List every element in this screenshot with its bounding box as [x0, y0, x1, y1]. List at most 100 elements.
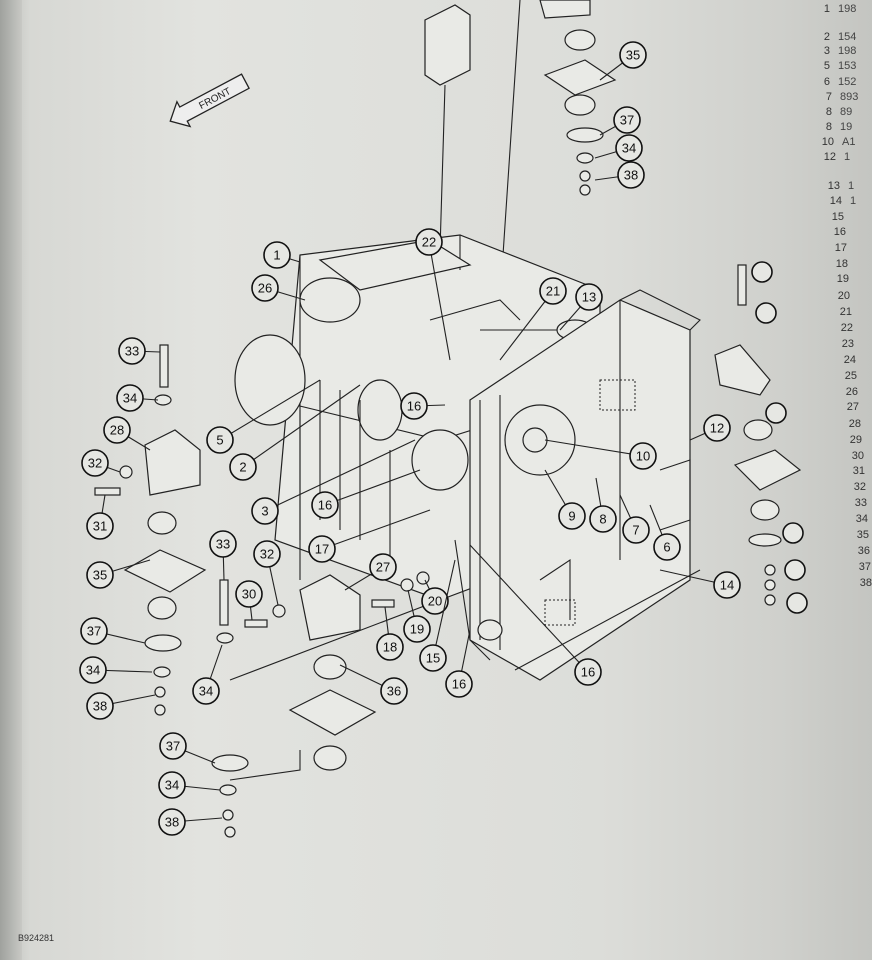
- callout-number: 34: [86, 663, 100, 678]
- callout-number: 28: [110, 423, 124, 438]
- item-number: 26: [845, 386, 858, 398]
- radiator: [454, 289, 701, 681]
- callout-number: 2: [239, 460, 246, 475]
- leader-line: [428, 241, 451, 361]
- item-number: 3: [823, 45, 830, 57]
- callout-22: 22: [415, 228, 451, 361]
- callout-number: 3: [261, 504, 268, 519]
- leader-line: [432, 559, 456, 659]
- callout-number: 33: [216, 537, 230, 552]
- callout-number: 38: [93, 699, 107, 714]
- top-mount-hardware: [543, 29, 617, 196]
- parts-list-row: 28: [831, 418, 869, 430]
- item-number: 8: [825, 121, 832, 133]
- callout-16: 16: [469, 544, 602, 686]
- parts-list-row: 20: [820, 290, 858, 302]
- leader-line: [469, 544, 589, 673]
- item-number: 15: [831, 211, 844, 223]
- callout-number: 33: [125, 344, 139, 359]
- callout-14: 14: [659, 569, 741, 599]
- callout-number: 38: [165, 815, 179, 830]
- parts-list-row: 26: [828, 386, 866, 398]
- part-number: 1: [848, 180, 855, 192]
- parts-list-row: 31: [835, 465, 872, 477]
- parts-list-row: 18: [818, 258, 856, 270]
- item-number: 5: [823, 60, 830, 72]
- item-number: 23: [841, 338, 854, 350]
- parts-list-row: 27: [829, 401, 867, 413]
- callout-34: 34: [192, 644, 223, 705]
- item-number: 31: [852, 465, 865, 477]
- callout-34: 34: [116, 384, 159, 412]
- callout-32: 32: [81, 449, 121, 477]
- callout-38: 38: [86, 692, 156, 720]
- callout-number: 15: [426, 651, 440, 666]
- leader-line: [264, 439, 416, 512]
- item-number: 37: [858, 561, 871, 573]
- callout-34: 34: [79, 656, 153, 684]
- parts-list-row: 2 154: [800, 31, 856, 43]
- callout-38: 38: [158, 808, 223, 836]
- parts-list-row: 21: [822, 306, 860, 318]
- front-direction-arrow: FRONT: [169, 73, 250, 128]
- parts-list-row: 38: [842, 577, 872, 589]
- callout-number: 31: [93, 519, 107, 534]
- callout-37: 37: [599, 106, 641, 136]
- item-number: 33: [854, 497, 867, 509]
- item-number: 32: [853, 481, 866, 493]
- callout-number: 16: [452, 677, 466, 692]
- leader-line: [242, 384, 361, 468]
- callout-31: 31: [86, 494, 114, 540]
- parts-list-row: 25: [827, 370, 865, 382]
- item-number: 25: [844, 370, 857, 382]
- callout-number: 27: [376, 560, 390, 575]
- part-number: 154: [838, 31, 857, 43]
- callout-34: 34: [158, 771, 221, 799]
- callout-number: 5: [216, 433, 223, 448]
- item-number: 24: [843, 354, 856, 366]
- parts-list-row: 33: [837, 497, 872, 509]
- item-number: 28: [848, 418, 861, 430]
- item-number: 21: [839, 306, 852, 318]
- figure-code: B924281: [18, 933, 55, 943]
- item-number: 29: [849, 434, 862, 446]
- parts-list-row: 24: [826, 354, 864, 366]
- item-number: 36: [857, 545, 870, 557]
- callout-37: 37: [159, 732, 216, 764]
- item-number: 34: [855, 513, 868, 525]
- parts-list-row: 17: [817, 242, 855, 254]
- parts-list-row: 15: [814, 211, 852, 223]
- parts-list-row: 22: [823, 322, 861, 334]
- callout-number: 35: [626, 48, 640, 63]
- leader-line: [499, 290, 554, 361]
- part-number: 1: [844, 151, 851, 163]
- callout-number: 10: [636, 449, 650, 464]
- callout-35: 35: [86, 559, 151, 589]
- callout-16: 16: [445, 629, 473, 698]
- callout-number: 18: [383, 640, 397, 655]
- callout-34: 34: [594, 134, 643, 162]
- callout-number: 22: [422, 235, 436, 250]
- parts-list-row: 16: [816, 226, 854, 238]
- item-number: 14: [829, 195, 842, 207]
- callout-number: 14: [720, 578, 734, 593]
- callout-7: 7: [619, 494, 650, 544]
- callout-number: 30: [242, 587, 256, 602]
- callout-number: 37: [87, 624, 101, 639]
- callout-17: 17: [308, 509, 431, 563]
- callout-number: 8: [599, 512, 606, 527]
- leader-line: [324, 469, 421, 506]
- callout-3: 3: [251, 439, 416, 525]
- part-number: 893: [840, 91, 859, 103]
- leader-line: [321, 509, 431, 550]
- item-number: 2: [823, 31, 830, 43]
- item-number: 35: [856, 529, 869, 541]
- callout-number: 38: [624, 168, 638, 183]
- callout-26: 26: [251, 274, 306, 302]
- callout-number: 12: [710, 421, 724, 436]
